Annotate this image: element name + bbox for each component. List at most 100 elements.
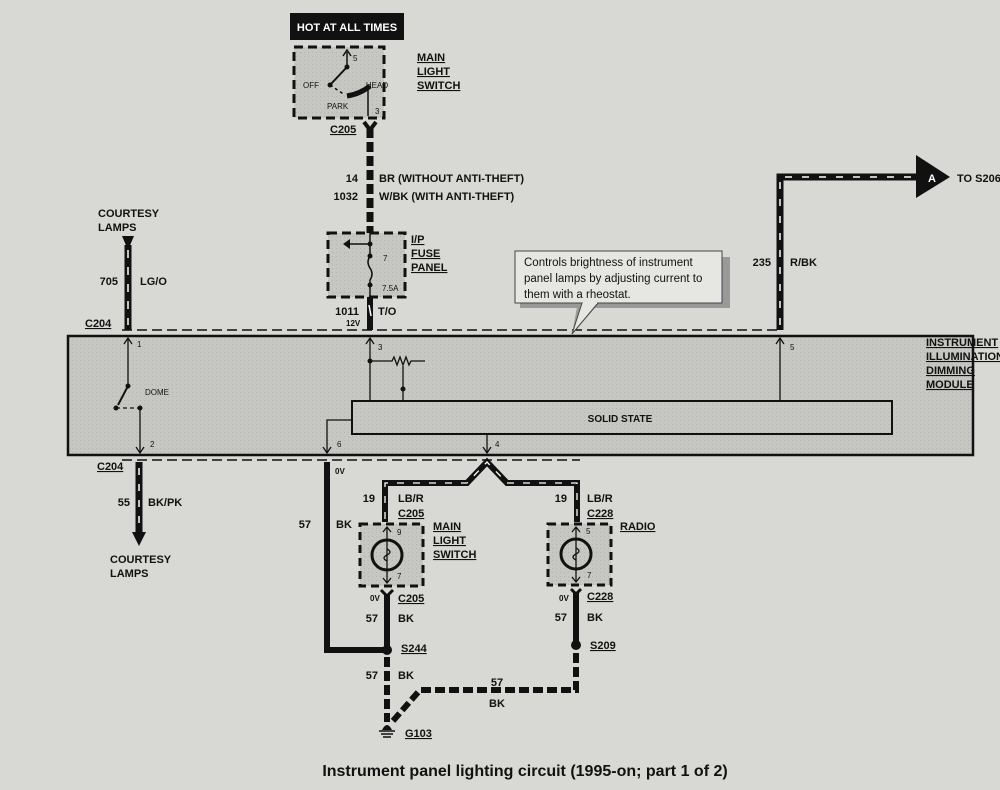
pin-3-module-label: 3 bbox=[378, 343, 383, 352]
circuit-57-ground-left: 57 bbox=[366, 670, 378, 682]
main-light-switch: 5 OFF PARK HEAD 3 MAIN LIGHT SWITCH C205 bbox=[292, 45, 460, 136]
pin-5-module-label: 5 bbox=[790, 343, 795, 352]
wire-color-bk-ground-right: BK bbox=[489, 698, 505, 710]
connector-c205-top: C205 bbox=[398, 508, 424, 520]
fuse-rating: 7.5A bbox=[382, 284, 399, 293]
lamp-left-name-3: SWITCH bbox=[433, 549, 476, 561]
wire-color-lgo: LG/O bbox=[140, 276, 167, 288]
pin-3-label: 3 bbox=[375, 107, 380, 116]
lamp-left-name-1: MAIN bbox=[433, 521, 461, 533]
pin-2-label: 2 bbox=[150, 440, 155, 449]
wire-color-wbk: W/BK (WITH ANTI-THEFT) bbox=[379, 191, 515, 203]
switch-name-3: SWITCH bbox=[417, 80, 460, 92]
wire-color-rbk: R/BK bbox=[790, 257, 817, 269]
pin-7-right-label: 7 bbox=[587, 571, 592, 580]
wire-color-bk-lamp-right: BK bbox=[587, 612, 603, 624]
lamp-feed-wires bbox=[382, 457, 580, 522]
circuit-19-left: 19 bbox=[363, 493, 375, 505]
fuse-name-3: PANEL bbox=[411, 262, 448, 274]
pin-5-radio-label: 5 bbox=[586, 527, 591, 536]
pin-1-label: 1 bbox=[137, 340, 142, 349]
wire-color-bk-ground-left: BK bbox=[398, 670, 414, 682]
head-label: HEAD bbox=[366, 81, 388, 90]
voltage-0v-left: 0V bbox=[335, 467, 345, 476]
callout-line-2: panel lamps by adjusting current to bbox=[524, 273, 702, 285]
pin-7-left-label: 7 bbox=[397, 572, 402, 581]
courtesy-bottom-label-1: COURTESY bbox=[110, 554, 172, 566]
splice-s209: S209 bbox=[590, 640, 616, 652]
lamp-main-light-switch: 19 LB/R C205 9 7 MAIN LIGHT SWITCH 0V C2… bbox=[358, 493, 476, 740]
courtesy-lamps-top: COURTESY LAMPS 705 LG/O C204 bbox=[85, 208, 167, 330]
rheostat-callout: Controls brightness of instrument panel … bbox=[514, 250, 730, 335]
circuit-235: 235 bbox=[753, 257, 771, 269]
output-wire-235: A TO S206 235 R/BK bbox=[753, 155, 1000, 330]
splice-s209-dot bbox=[571, 640, 581, 650]
voltage-12v: 12V bbox=[346, 319, 361, 328]
splice-s244-dot bbox=[382, 645, 392, 655]
lamp-radio: 19 LB/R C228 5 7 RADIO 0V C228 57 BK S20… bbox=[389, 493, 656, 724]
connector-c204-bottom: C204 bbox=[97, 461, 124, 473]
connector-c205-bottom: C205 bbox=[398, 593, 424, 605]
connector-c228-bottom: C228 bbox=[587, 591, 613, 603]
dimming-module: INSTRUMENT ILLUMINATION DIMMING MODULE 1… bbox=[66, 334, 1000, 457]
voltage-0v-lamp-left: 0V bbox=[370, 594, 380, 603]
connector-letter-a: A bbox=[928, 173, 936, 185]
courtesy-lamps-bottom: C204 55 BK/PK COURTESY LAMPS bbox=[97, 461, 182, 580]
wire-color-bkpk: BK/PK bbox=[148, 497, 182, 509]
wire-color-lbr-left: LB/R bbox=[398, 493, 424, 505]
wire-color-br: BR (WITHOUT ANTI-THEFT) bbox=[379, 173, 524, 185]
module-name-3: DIMMING bbox=[926, 365, 975, 377]
radio-label: RADIO bbox=[620, 521, 656, 533]
circuit-57-left: 57 bbox=[299, 519, 311, 531]
pin-5-label: 5 bbox=[353, 54, 358, 63]
rheostat-icon bbox=[370, 355, 425, 367]
switch-name-2: LIGHT bbox=[417, 66, 450, 78]
ip-fuse-panel: 7 7.5A I/P FUSE PANEL 1011 12V T/O bbox=[326, 231, 448, 330]
courtesy-bottom-label-2: LAMPS bbox=[110, 568, 149, 580]
fuse-number: 7 bbox=[383, 254, 388, 263]
pin-4-label: 4 bbox=[495, 440, 500, 449]
circuit-57-lamp-right: 57 bbox=[555, 612, 567, 624]
connector-arrow-a bbox=[916, 155, 950, 198]
hot-label: HOT AT ALL TIMES bbox=[297, 22, 397, 34]
ground-g103: G103 bbox=[405, 728, 432, 740]
circuit-19-right: 19 bbox=[555, 493, 567, 505]
lamp-left-name-2: LIGHT bbox=[433, 535, 466, 547]
wire-color-to: T/O bbox=[378, 306, 397, 318]
courtesy-top-label-2: LAMPS bbox=[98, 222, 137, 234]
circuit-14: 14 bbox=[346, 173, 359, 185]
wire-color-lbr-right: LB/R bbox=[587, 493, 613, 505]
dome-label: DOME bbox=[145, 388, 169, 397]
connector-c228-top: C228 bbox=[587, 508, 613, 520]
splice-s244: S244 bbox=[401, 643, 428, 655]
voltage-0v-lamp-right: 0V bbox=[559, 594, 569, 603]
module-name-2: ILLUMINATION bbox=[926, 351, 1000, 363]
circuit-57-lamp-left: 57 bbox=[366, 613, 378, 625]
circuit-55: 55 bbox=[118, 497, 130, 509]
module-name-4: MODULE bbox=[926, 379, 974, 391]
wire-color-bk-lamp-left: BK bbox=[398, 613, 414, 625]
wire-color-bk-left: BK bbox=[336, 519, 352, 531]
diagram-caption: Instrument panel lighting circuit (1995-… bbox=[322, 763, 727, 780]
fuse-name-1: I/P bbox=[411, 234, 424, 246]
circuit-1011: 1011 bbox=[335, 306, 359, 318]
hot-at-all-times-banner: HOT AT ALL TIMES bbox=[290, 13, 404, 40]
callout-line-1: Controls brightness of instrument bbox=[524, 257, 694, 269]
pin-6-label: 6 bbox=[337, 440, 342, 449]
courtesy-top-label-1: COURTESY bbox=[98, 208, 160, 220]
module-name-1: INSTRUMENT bbox=[926, 337, 998, 349]
circuit-57-ground-right: 57 bbox=[491, 677, 503, 689]
feed-wire: 14 BR (WITHOUT ANTI-THEFT) 1032 W/BK (WI… bbox=[334, 120, 524, 233]
solid-state-label: SOLID STATE bbox=[588, 414, 653, 425]
circuit-1032: 1032 bbox=[334, 191, 358, 203]
connector-c204-top: C204 bbox=[85, 318, 112, 330]
connector-c205: C205 bbox=[330, 124, 356, 136]
off-label: OFF bbox=[303, 81, 319, 90]
ground-icon bbox=[379, 725, 395, 738]
ground-wire-57-left: 0V 57 BK bbox=[299, 462, 385, 653]
switch-name-1: MAIN bbox=[417, 52, 445, 64]
circuit-705: 705 bbox=[100, 276, 118, 288]
destination-s206: TO S206 bbox=[957, 173, 1000, 185]
callout-line-3: them with a rheostat. bbox=[524, 289, 631, 301]
